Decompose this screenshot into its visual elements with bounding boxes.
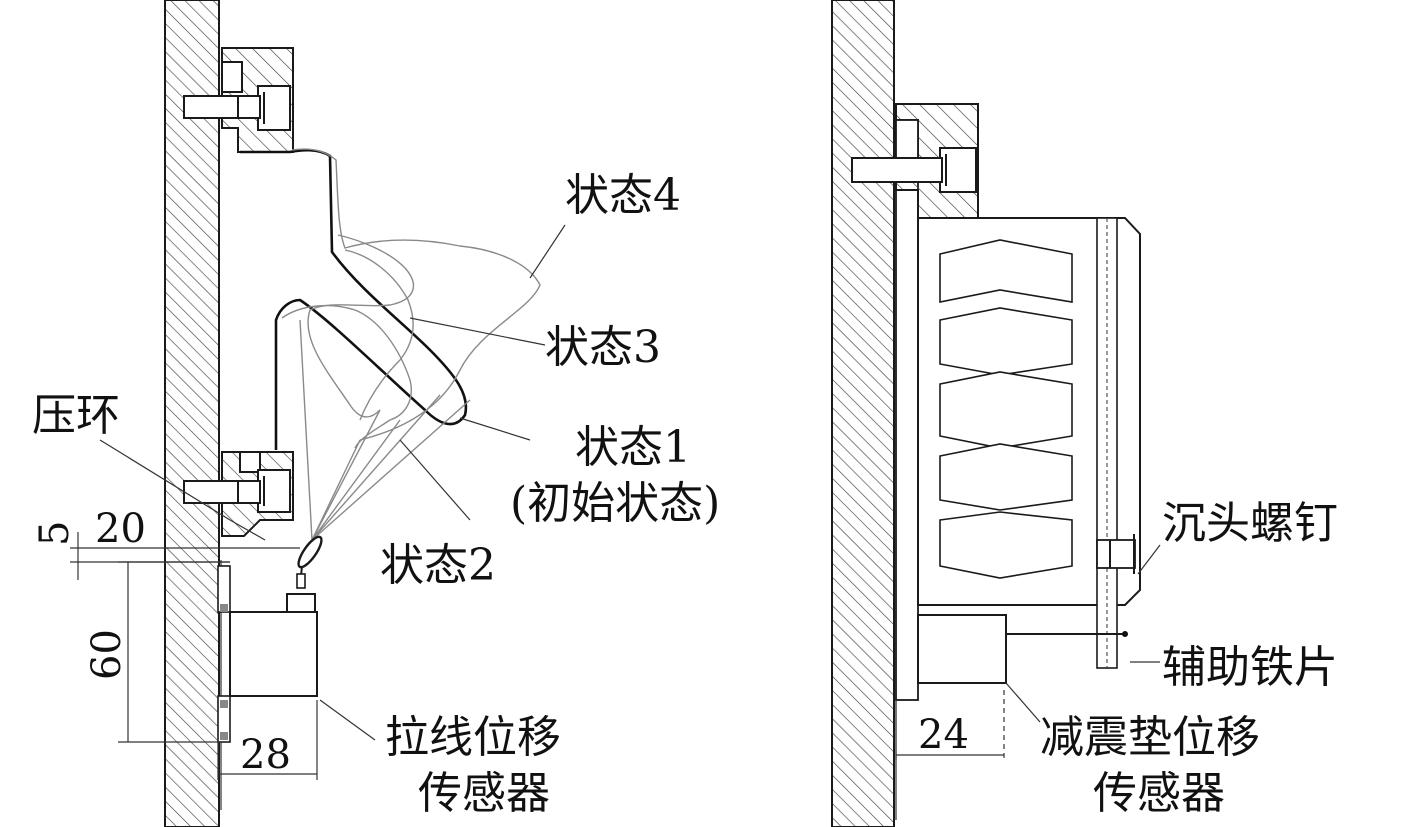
dim-20: 20 <box>95 506 146 552</box>
dim-28: 28 <box>240 732 291 778</box>
label-press-ring: 压环 <box>32 390 120 441</box>
upper-press-ring <box>183 47 294 153</box>
label-aux-iron: 辅助铁片 <box>1162 642 1338 693</box>
dim-60: 60 <box>84 629 130 680</box>
label-state1: 状态1 <box>575 422 691 473</box>
left-leaders <box>99 224 566 741</box>
left-dimensions <box>70 532 318 780</box>
label-state3: 状态3 <box>545 322 661 373</box>
right-wall <box>831 0 895 827</box>
label-wire-sensor-1: 拉线位移 <box>385 712 561 763</box>
wire-displacement-sensor <box>217 535 323 743</box>
diaphragm-states <box>240 148 541 541</box>
left-figure: 状态4 状态3 状态1 (初始状态) 状态2 压环 拉线位移 传感器 20 5 … <box>32 0 720 827</box>
damping-pad <box>917 217 1141 669</box>
label-state4: 状态4 <box>565 170 681 221</box>
label-countersunk-screw: 沉头螺钉 <box>1162 498 1338 549</box>
label-pad-sensor-2: 传感器 <box>1093 768 1225 819</box>
right-leaders <box>895 544 1161 760</box>
state1-curve <box>240 148 468 450</box>
pad-displacement-sensor <box>917 614 1128 684</box>
dim-24: 24 <box>918 712 969 758</box>
label-pad-sensor-1: 减震垫位移 <box>1040 712 1260 763</box>
right-backing-plate <box>895 119 919 701</box>
label-state2: 状态2 <box>380 540 496 591</box>
dim-5: 5 <box>32 521 78 546</box>
right-figure: 沉头螺钉 辅助铁片 减震垫位移 传感器 24 <box>831 0 1338 827</box>
state4-curve <box>291 148 541 441</box>
state2-curve <box>281 304 412 449</box>
label-wire-sensor-2: 传感器 <box>418 768 550 819</box>
state3-curve <box>307 234 415 418</box>
left-wall <box>164 0 220 827</box>
label-state1-note: (初始状态) <box>510 478 720 529</box>
